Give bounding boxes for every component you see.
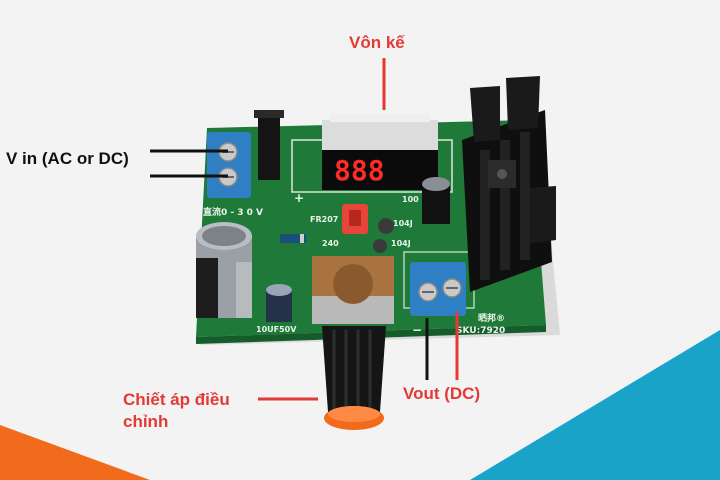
silk-sku: SKU:7920: [456, 326, 505, 336]
film-capacitor-104j-a: [378, 218, 394, 234]
output-terminal-block: [410, 262, 466, 316]
silk-brand: 晒邦®: [478, 312, 505, 324]
large-capacitor: [196, 222, 252, 318]
silk-100: 100: [402, 195, 419, 204]
label-potentiometer: Chiết áp điều chỉnh: [123, 389, 230, 433]
label-potentiometer-line2: chỉnh: [123, 412, 169, 431]
heatsink: [462, 76, 556, 292]
label-potentiometer-line1: Chiết áp điều: [123, 390, 230, 409]
small-capacitor-left: [266, 284, 292, 322]
label-vin: V in (AC or DC): [6, 149, 129, 168]
potentiometer: [312, 256, 394, 430]
orange-accent-band: [0, 425, 150, 480]
diode: [280, 234, 306, 243]
input-terminal-block: [207, 132, 251, 198]
silk-104j-a: 104J: [393, 219, 413, 228]
silk-cap-10uf50v: 10UF50V: [256, 325, 297, 334]
label-vout: Vout (DC): [403, 384, 481, 403]
svg-text:888: 888: [334, 154, 385, 187]
silk-diode-fr207: FR207: [310, 215, 338, 224]
small-capacitor-right: [422, 177, 450, 224]
silk-240: 240: [322, 239, 339, 248]
voltmeter-display: 888: [322, 114, 438, 190]
regulator-chip: [258, 114, 280, 180]
silk-minus: −: [412, 323, 422, 337]
silk-input-range: 直流0 - 3 0 V: [203, 206, 263, 218]
silk-104j-b: 104J: [391, 239, 411, 248]
silk-plus: +: [294, 191, 304, 205]
film-capacitor-104j-b: [373, 239, 387, 253]
teal-accent-band: [470, 330, 720, 480]
label-voltmeter: Vôn kế: [349, 33, 405, 52]
